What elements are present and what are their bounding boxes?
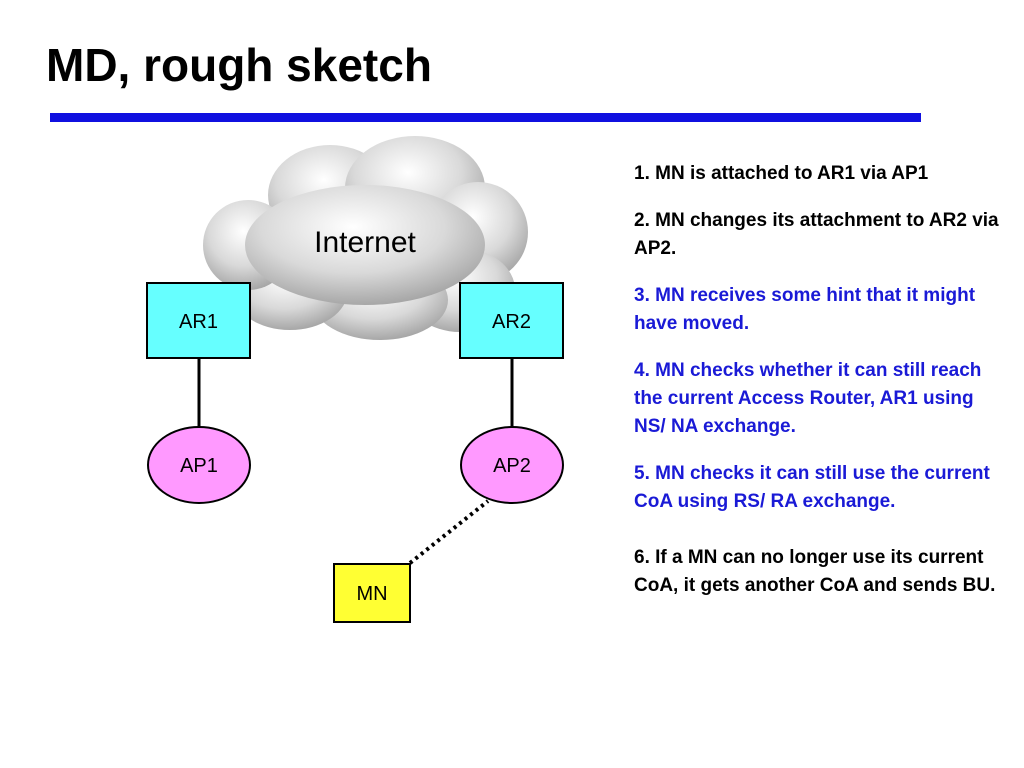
access-point-ap1-label: AP1 — [180, 455, 218, 477]
slide-title: MD, rough sketch — [46, 39, 432, 91]
step-5: 5. MN checks it can still use the curren… — [634, 463, 990, 512]
access-point-ap2[interactable]: AP2 — [460, 426, 564, 504]
router-ar1-label: AR1 — [179, 311, 218, 333]
router-ar2[interactable]: AR2 — [459, 282, 564, 359]
step-1: 1. MN is attached to AR1 via AP1 — [634, 163, 929, 184]
internet-label: Internet — [314, 226, 416, 259]
access-point-ap1[interactable]: AP1 — [147, 426, 251, 504]
wireless-link-mn-ap2 — [408, 499, 490, 565]
step-4: 4. MN checks whether it can still reach … — [634, 360, 982, 437]
step-2: 2. MN changes its attachment to AR2 via … — [634, 210, 999, 259]
router-ar1[interactable]: AR1 — [146, 282, 251, 359]
steps-list: 1. MN is attached to AR1 via AP1 2. MN c… — [634, 160, 1004, 619]
title-underline — [50, 113, 921, 122]
step-3: 3. MN receives some hint that it might h… — [634, 285, 976, 334]
mobile-node-label: MN — [356, 583, 387, 605]
access-point-ap2-label: AP2 — [493, 455, 531, 477]
router-ar2-label: AR2 — [492, 311, 531, 333]
step-6: 6. If a MN can no longer use its current… — [634, 547, 996, 596]
mobile-node-mn[interactable]: MN — [333, 563, 411, 623]
internet-cloud-icon: Internet — [203, 136, 528, 340]
